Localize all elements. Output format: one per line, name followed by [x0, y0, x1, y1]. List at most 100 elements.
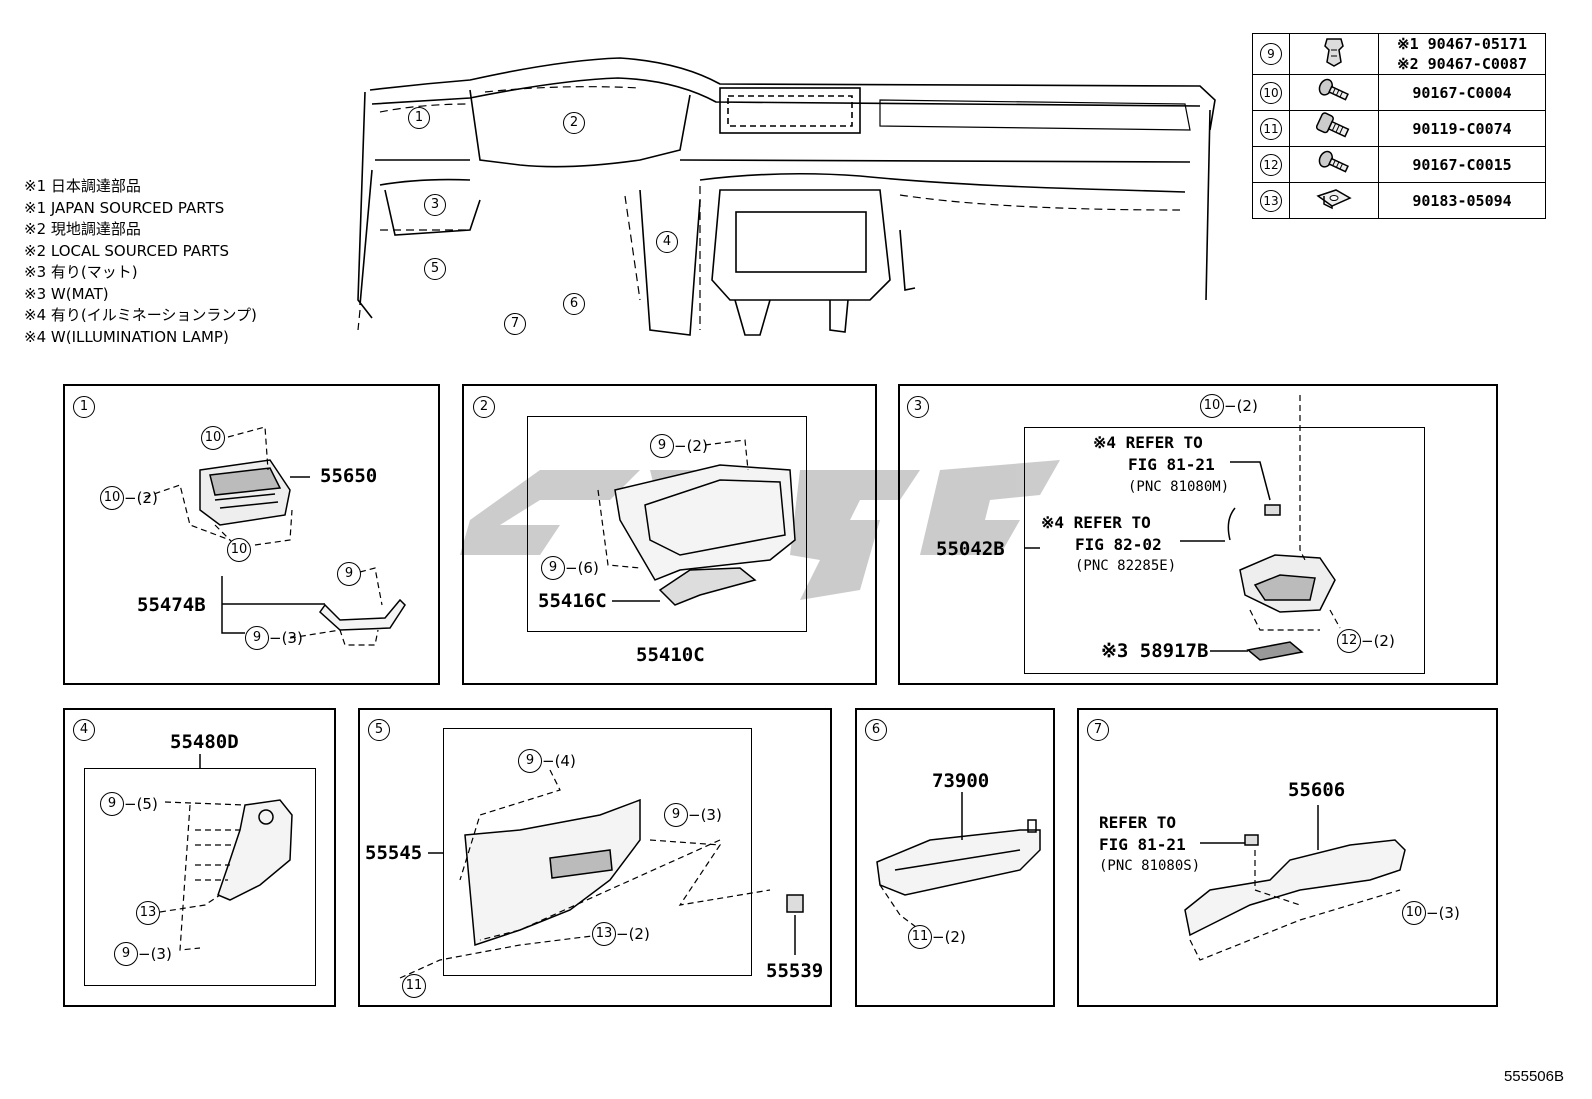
callout-qty: −(4): [542, 752, 576, 770]
part-label: 55606: [1288, 779, 1346, 801]
callout: 13−(2): [592, 922, 650, 946]
panel-7: [1077, 708, 1498, 1007]
callout: 10−(2): [100, 486, 158, 510]
part-label: 55474B: [137, 594, 206, 616]
part-label: 55545: [365, 842, 423, 864]
callout: 13: [136, 901, 160, 925]
callout-qty: −(3): [1426, 904, 1460, 922]
overview-callout: 1: [408, 107, 430, 129]
legend-line: ※3 有り(マット): [24, 263, 138, 281]
callout-number: 10: [100, 486, 124, 510]
diagram-code: 555506B: [1503, 1068, 1564, 1085]
callout-number: 13: [592, 922, 616, 946]
nut-icon: [1316, 188, 1352, 209]
bolt-icon: [1315, 111, 1350, 138]
callout-qty: −(2): [1224, 397, 1258, 415]
panel-number: 2: [473, 396, 495, 418]
panel-number: 6: [865, 719, 887, 741]
reference-label: (PNC 82285E): [1075, 558, 1177, 574]
callout-qty: −(2): [124, 489, 158, 507]
panel-3-inner-frame: [1024, 427, 1425, 674]
part-label: 55650: [320, 465, 378, 487]
reference-label: ※4 REFER TO: [1093, 433, 1203, 452]
callout: 10: [201, 426, 225, 450]
panel-5: [358, 708, 832, 1007]
panel-2-inner-frame: [527, 416, 807, 632]
overview-callout: 7: [504, 313, 526, 335]
part-number: 90167-C0015: [1412, 155, 1512, 174]
callout-number: 10: [227, 538, 251, 562]
callout-qty: −(3): [269, 629, 303, 647]
callout: 9−(5): [100, 792, 158, 816]
part-label: 55480D: [170, 731, 239, 753]
screw-icon: [1318, 78, 1349, 101]
fastener-number: 11: [1260, 117, 1282, 140]
overview-callout: 3: [424, 194, 446, 216]
callout: 9: [337, 562, 361, 586]
callout: 12−(2): [1337, 629, 1395, 653]
fastener-number: 10: [1260, 81, 1282, 104]
fastener-row: 11 90119-C0074: [1252, 110, 1546, 147]
callout-number: 10: [1200, 394, 1224, 418]
callout-number: 9: [245, 626, 269, 650]
fastener-number: 9: [1260, 43, 1282, 65]
callout-qty: −(2): [1361, 632, 1395, 650]
part-label: ※3 58917B: [1101, 640, 1209, 662]
callout-qty: −(2): [674, 437, 708, 455]
callout: 9−(3): [245, 626, 303, 650]
callout-number: 13: [136, 901, 160, 925]
part-label: 73900: [932, 770, 990, 792]
callout: 10−(2): [1200, 394, 1258, 418]
panel-4: [63, 708, 336, 1007]
callout-qty: −(3): [138, 945, 172, 963]
callout-number: 12: [1337, 629, 1361, 653]
callout: 9−(3): [114, 942, 172, 966]
screw-icon: [1318, 150, 1349, 173]
reference-label: FIG 81-21: [1128, 455, 1215, 474]
clip-icon: [1324, 38, 1344, 67]
reference-label: (PNC 81080M): [1128, 479, 1230, 495]
overview-callout: 2: [563, 112, 585, 134]
callout-qty: −(2): [932, 928, 966, 946]
callout: 9−(2): [650, 434, 708, 458]
callout-number: 9: [114, 942, 138, 966]
panel-number: 5: [368, 719, 390, 741]
panel-1: [63, 384, 440, 685]
overview-callout: 6: [563, 293, 585, 315]
callout-number: 9: [100, 792, 124, 816]
part-label: 55042B: [936, 538, 1005, 560]
callout-qty: −(3): [688, 806, 722, 824]
panel-number: 7: [1087, 719, 1109, 741]
callout: 11: [402, 974, 426, 998]
legend-line: ※2 現地調達部品: [24, 220, 141, 238]
callout: 11−(2): [908, 925, 966, 949]
overview-callout: 5: [424, 258, 446, 280]
callout-number: 11: [402, 974, 426, 998]
reference-label: ※4 REFER TO: [1041, 513, 1151, 532]
callout: 10−(3): [1402, 901, 1460, 925]
overview-callout: 4: [656, 231, 678, 253]
fastener-number: 13: [1260, 189, 1282, 212]
panel-2: [462, 384, 877, 685]
part-number: 90167-C0004: [1412, 83, 1512, 102]
callout-number: 10: [201, 426, 225, 450]
panel-4-inner-frame: [84, 768, 316, 986]
callout-qty: −(6): [565, 559, 599, 577]
panel-number: 3: [907, 396, 929, 418]
reference-label: FIG 82-02: [1075, 535, 1162, 554]
fastener-row: 12 90167-C0015: [1252, 146, 1546, 183]
callout-qty: −(2): [616, 925, 650, 943]
callout: 9−(4): [518, 749, 576, 773]
panel-6: [855, 708, 1055, 1007]
callout-number: 11: [908, 925, 932, 949]
callout-number: 9: [650, 434, 674, 458]
panel-3: [898, 384, 1498, 685]
legend-line: ※1 JAPAN SOURCED PARTS: [24, 198, 225, 217]
reference-label: (PNC 81080S): [1099, 858, 1201, 874]
callout-number: 9: [337, 562, 361, 586]
fastener-table: 9 ※1 90467-05171※2 90467-C0087 10 90167-…: [1252, 33, 1546, 219]
fastener-number: 12: [1260, 153, 1282, 176]
legend-line: ※1 日本調達部品: [24, 177, 141, 195]
legend-line: ※4 W(ILLUMINATION LAMP): [24, 327, 229, 346]
legend-line: ※4 有り(イルミネーションランプ): [24, 306, 257, 324]
